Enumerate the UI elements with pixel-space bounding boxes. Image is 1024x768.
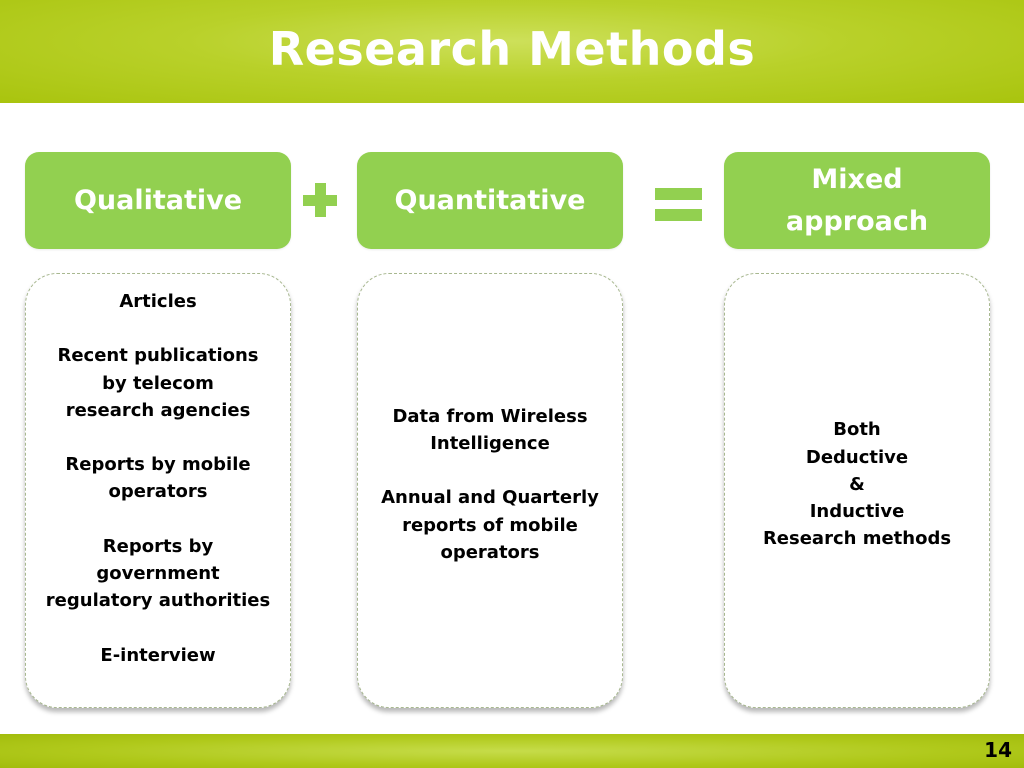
qualitative-item: Reports by government regulatory authori… — [45, 535, 271, 612]
mixed-line: Research methods — [762, 528, 952, 550]
qualitative-item: Reports by mobile operators — [65, 454, 251, 503]
qualitative-item: Recent publications by telecom research … — [57, 345, 259, 421]
mixed-approach-header: Mixed approach — [724, 152, 990, 249]
quantitative-item: Data from Wireless Intelligence — [392, 405, 588, 455]
plus-icon — [303, 183, 337, 217]
qualitative-item: E-interview — [100, 644, 216, 666]
mixed-line: & — [849, 473, 865, 495]
quantitative-header: Quantitative — [357, 152, 623, 249]
mixed-line: Both — [833, 419, 881, 441]
quantitative-item: Annual and Quarterly reports of mobile o… — [381, 487, 599, 563]
mixed-approach-label: Mixed approach — [785, 163, 929, 237]
quantitative-label: Quantitative — [394, 184, 586, 216]
qualitative-details: Articles Recent publications by telecom … — [25, 273, 291, 708]
equals-icon — [655, 188, 702, 222]
page-number: 14 — [984, 738, 1012, 762]
qualitative-label: Qualitative — [73, 184, 243, 216]
mixed-line: Inductive — [809, 501, 905, 523]
mixed-line: Deductive — [805, 446, 909, 468]
slide-title: Research Methods — [268, 21, 756, 76]
qualitative-header: Qualitative — [25, 152, 291, 249]
footer-bar: 14 — [0, 734, 1024, 768]
quantitative-details: Data from Wireless Intelligence Annual a… — [357, 273, 623, 708]
qualitative-item: Articles — [119, 291, 197, 312]
mixed-approach-details: Both Deductive & Inductive Research meth… — [724, 273, 990, 708]
title-bar: Research Methods — [0, 0, 1024, 103]
